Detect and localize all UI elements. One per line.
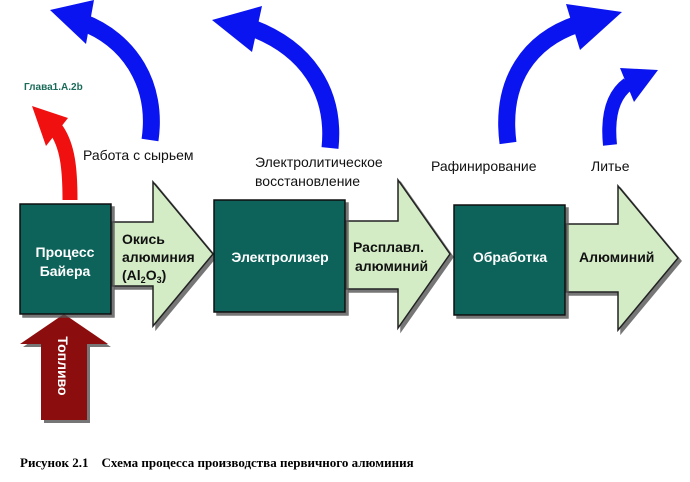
emission-arrow-casting bbox=[602, 68, 658, 146]
caption-number: Рисунок 2.1 bbox=[20, 455, 89, 470]
box-bayer-label-2: Байера bbox=[40, 263, 91, 279]
label-electrolysis-1: Электролитическое bbox=[255, 154, 383, 170]
molten-label-2: алюминий bbox=[355, 258, 428, 274]
emission-arrow-refining bbox=[498, 4, 622, 145]
label-raw-materials: Работа с сырьем bbox=[83, 147, 194, 163]
box-electrolyser bbox=[213, 199, 346, 313]
reference-label: Глава1.А.2b bbox=[24, 82, 83, 93]
box-electrolyser-label: Электролизер bbox=[231, 249, 328, 265]
label-casting: Литье bbox=[591, 158, 630, 174]
flow-arrow-aluminium bbox=[565, 183, 679, 333]
alumina-label-2: алюминия bbox=[122, 249, 195, 265]
emission-arrow-raw-materials bbox=[50, 0, 160, 142]
box-bayer bbox=[19, 203, 112, 315]
flow-arrow-molten bbox=[345, 177, 451, 331]
label-refining: Рафинирование bbox=[431, 158, 537, 174]
label-electrolysis-2: восстановление bbox=[255, 173, 360, 189]
box-processing-label: Обработка bbox=[473, 249, 548, 265]
flow-arrow-alumina bbox=[111, 179, 214, 329]
fuel-arrow: Топливо bbox=[20, 314, 108, 420]
box-bayer-label-1: Процесс bbox=[36, 244, 95, 260]
aluminium-label: Алюминий bbox=[579, 249, 654, 265]
box-processing bbox=[453, 204, 566, 316]
alumina-formula: (Al2O3) bbox=[122, 267, 166, 285]
alumina-label-1: Окись bbox=[122, 231, 165, 247]
emission-arrow-electrolysis bbox=[212, 6, 340, 149]
emission-arrow-bayer bbox=[32, 106, 78, 201]
figure-caption: Рисунок 2.1 Схема процесса производства … bbox=[20, 455, 414, 471]
caption-text: Схема процесса производства первичного а… bbox=[101, 455, 414, 470]
molten-label-1: Расплавл. bbox=[353, 239, 424, 255]
fuel-label: Топливо bbox=[55, 336, 71, 395]
